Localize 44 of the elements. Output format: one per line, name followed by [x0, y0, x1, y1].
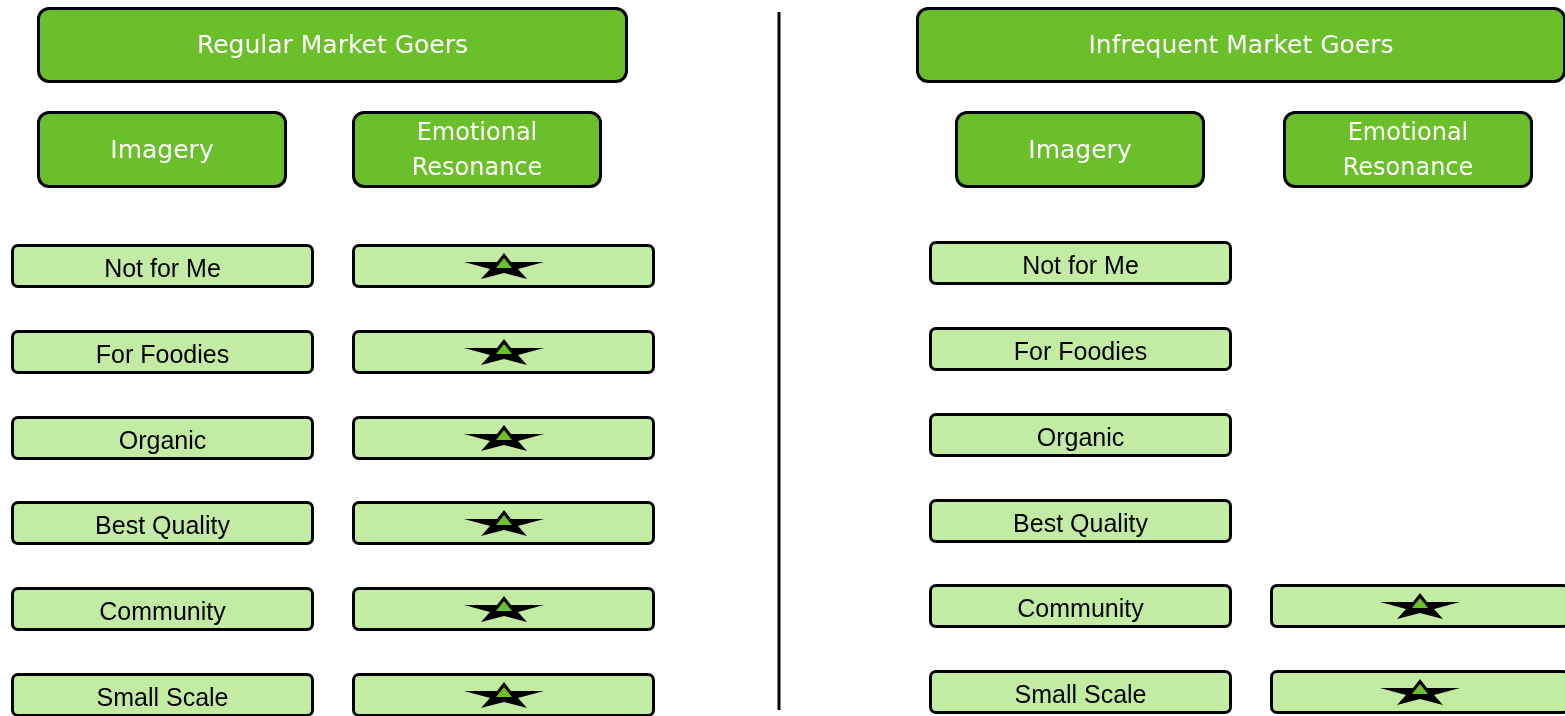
box-label: For Foodies [95, 341, 230, 367]
rating-box [352, 501, 655, 545]
label-box [929, 241, 1232, 285]
box-label: Imagery [1028, 133, 1132, 166]
label-box [11, 416, 314, 460]
box-label: Small Scale [96, 684, 229, 710]
header-box [352, 111, 602, 188]
header-box [1283, 111, 1533, 188]
label-box [11, 587, 314, 631]
box-label: Organic [1036, 424, 1125, 450]
box-label: Regular Market Goers [196, 29, 469, 62]
rating-box [352, 330, 655, 374]
box-label: Best Quality [95, 512, 230, 538]
label-box [929, 584, 1232, 628]
rating-box [352, 244, 655, 288]
header-box [37, 7, 628, 83]
box-label: Small Scale [1014, 681, 1147, 707]
rating-box [1270, 584, 1565, 628]
label-box [929, 670, 1232, 714]
rating-box [352, 673, 655, 716]
label-box [11, 330, 314, 374]
label-box [929, 413, 1232, 457]
box-label: Community [99, 598, 226, 624]
label-box [11, 501, 314, 545]
box-label: Community [1017, 595, 1144, 621]
label-box [11, 673, 314, 716]
box-label: Not for Me [1022, 252, 1139, 278]
box-label: Not for Me [104, 255, 221, 281]
box-label: For Foodies [1013, 338, 1148, 364]
rating-box [352, 416, 655, 460]
label-box [929, 499, 1232, 543]
box-label: Imagery [110, 133, 214, 166]
label-box [929, 327, 1232, 371]
box-label: Best Quality [1013, 510, 1148, 536]
header-box [955, 111, 1205, 188]
box-label: Emotional Resonance [410, 116, 544, 183]
rating-box [1270, 670, 1565, 714]
box-label: Organic [118, 427, 207, 453]
header-box [916, 7, 1565, 83]
header-box [37, 111, 287, 188]
label-box [11, 244, 314, 288]
rating-box [352, 587, 655, 631]
box-label: Emotional Resonance [1341, 116, 1475, 183]
box-label: Infrequent Market Goers [1088, 29, 1394, 62]
